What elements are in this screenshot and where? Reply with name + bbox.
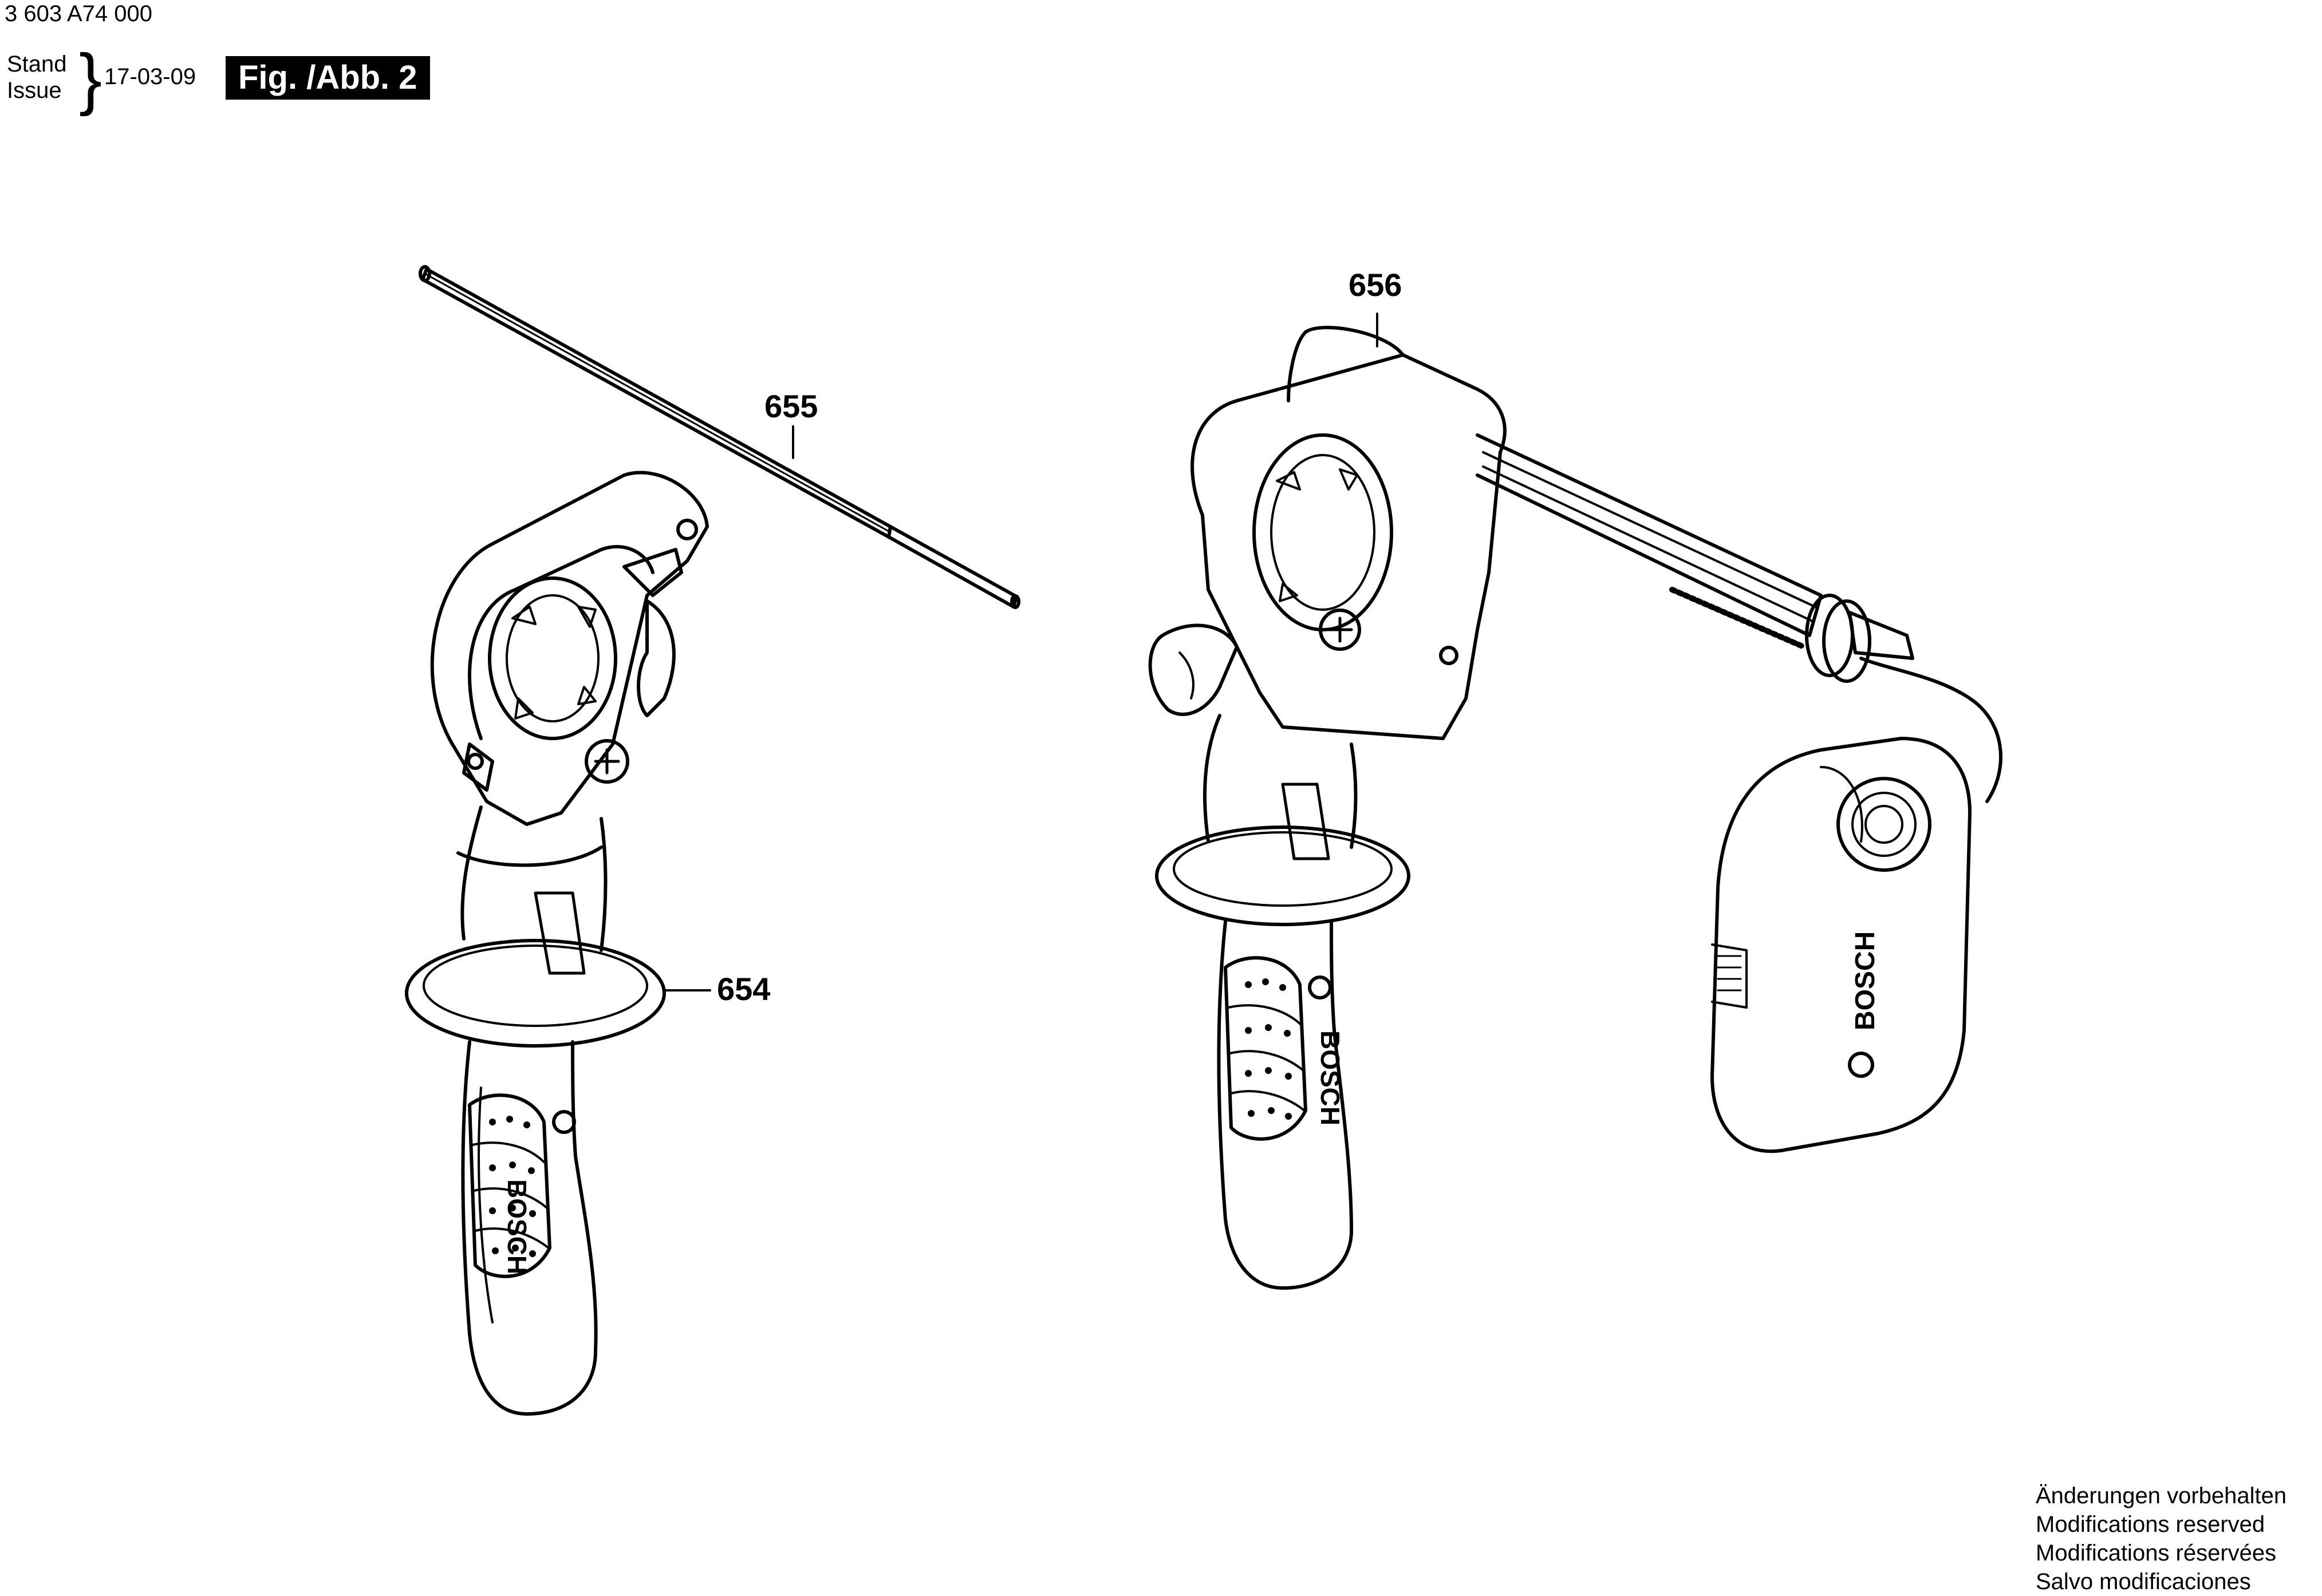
modification-notes: Änderungen vorbehalten Modifications res… — [2036, 1482, 2286, 1596]
issue-date: 17-03-09 — [104, 64, 196, 89]
auxiliary-handle-654 — [405, 471, 711, 1416]
note-es: Salvo modificaciones — [2036, 1569, 2251, 1594]
dust-extraction-656 — [1148, 313, 2002, 1290]
note-fr: Modifications réservées — [2036, 1540, 2277, 1566]
stand-label: Stand — [7, 52, 67, 77]
brand-mark-654: BOSCH — [502, 1179, 532, 1275]
brace-glyph: } — [79, 40, 103, 117]
callout-655: 655 — [764, 388, 818, 424]
brand-mark-656-box: BOSCH — [1850, 931, 1881, 1030]
figure-label: Fig. /Abb. 2 — [226, 56, 430, 100]
callout-654: 654 — [717, 971, 771, 1007]
brand-mark-656-handle: BOSCH — [1315, 1030, 1345, 1126]
part-number: 3 603 A74 000 — [5, 1, 153, 26]
callout-656: 656 — [1349, 267, 1402, 303]
depth-rod-655 — [419, 265, 1020, 609]
note-de: Änderungen vorbehalten — [2036, 1483, 2287, 1508]
issue-label: Issue — [7, 78, 62, 103]
note-en: Modifications reserved — [2036, 1512, 2265, 1537]
